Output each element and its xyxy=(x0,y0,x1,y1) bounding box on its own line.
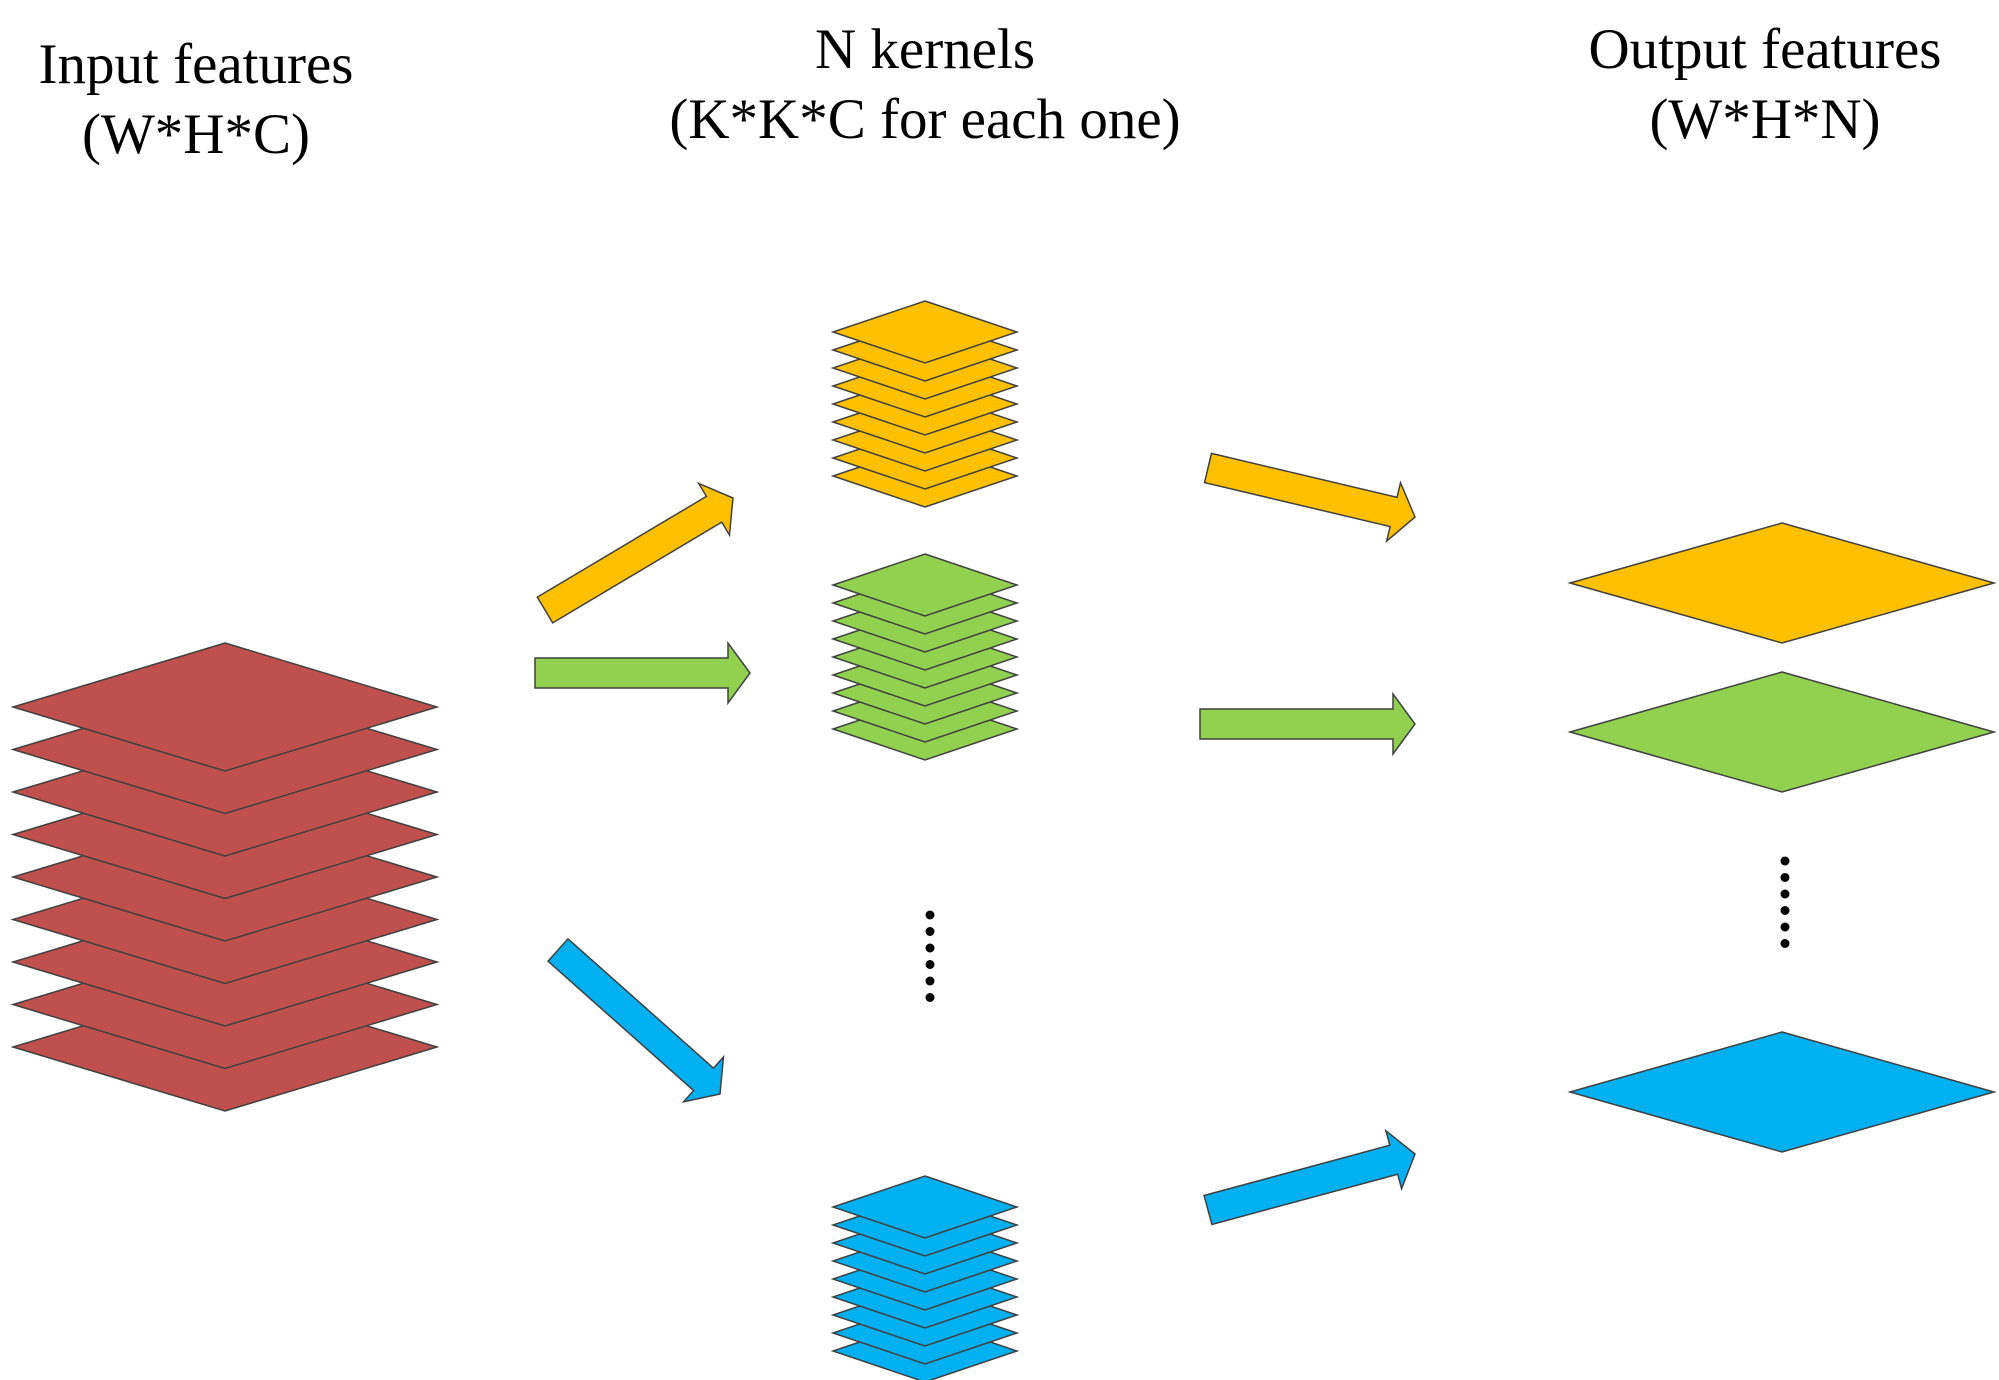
arrows xyxy=(534,452,1416,1226)
arrow-kernel-to-output-first xyxy=(1203,452,1416,544)
input-layer xyxy=(10,642,440,772)
kernel-layer xyxy=(830,300,1020,364)
arrow-kernel-to-output-second xyxy=(1199,691,1416,757)
output-features-label: Output features xyxy=(1588,18,1942,81)
input-feature-stack xyxy=(10,642,440,1112)
arrow-input-to-kernel-last xyxy=(546,937,725,1104)
ellipsis-dot xyxy=(925,927,935,936)
ellipsis-dot xyxy=(1780,873,1790,882)
kernels-title: N kernels (K*K*C for each one) xyxy=(600,15,1250,155)
output-map-last xyxy=(1567,1031,1997,1153)
ellipsis-dot xyxy=(1780,922,1790,932)
ellipsis-dots xyxy=(925,856,1790,1002)
output-feature-maps xyxy=(1567,522,1997,1153)
output-map-first xyxy=(1567,522,1997,644)
ellipsis-dot xyxy=(1780,889,1790,899)
kernel-layer xyxy=(830,1175,1020,1239)
ellipsis-dot xyxy=(925,960,935,969)
output-map-second xyxy=(1567,671,1997,793)
ellipsis-dot xyxy=(925,943,935,953)
ellipsis-dot xyxy=(1780,856,1790,866)
input-features-label: Input features xyxy=(38,33,354,96)
kernels-dims: (K*K*C for each one) xyxy=(669,88,1181,151)
ellipsis-dot xyxy=(1780,939,1790,948)
ellipsis-dot xyxy=(925,910,935,920)
kernels-label: N kernels xyxy=(814,18,1035,81)
kernel-stacks xyxy=(830,300,1020,1380)
kernel-ellipsis xyxy=(925,910,935,1002)
output-ellipsis xyxy=(1780,856,1790,948)
arrow-input-to-kernel-second xyxy=(534,640,751,706)
kernel-layer xyxy=(830,553,1020,617)
kernel-stack-last xyxy=(830,1175,1020,1380)
output-features-dims: (W*H*N) xyxy=(1649,88,1881,151)
kernel-stack-second xyxy=(830,553,1020,761)
input-features-title: Input features (W*H*C) xyxy=(0,30,392,170)
output-features-title: Output features (W*H*N) xyxy=(1540,15,1990,155)
ellipsis-dot xyxy=(925,976,935,986)
input-features-dims: (W*H*C) xyxy=(82,103,310,166)
arrow-input-to-kernel-first xyxy=(536,481,734,624)
ellipsis-dot xyxy=(925,993,935,1002)
kernel-stack-first xyxy=(830,300,1020,508)
ellipsis-dot xyxy=(1780,906,1790,915)
arrow-kernel-to-output-last xyxy=(1203,1128,1416,1226)
